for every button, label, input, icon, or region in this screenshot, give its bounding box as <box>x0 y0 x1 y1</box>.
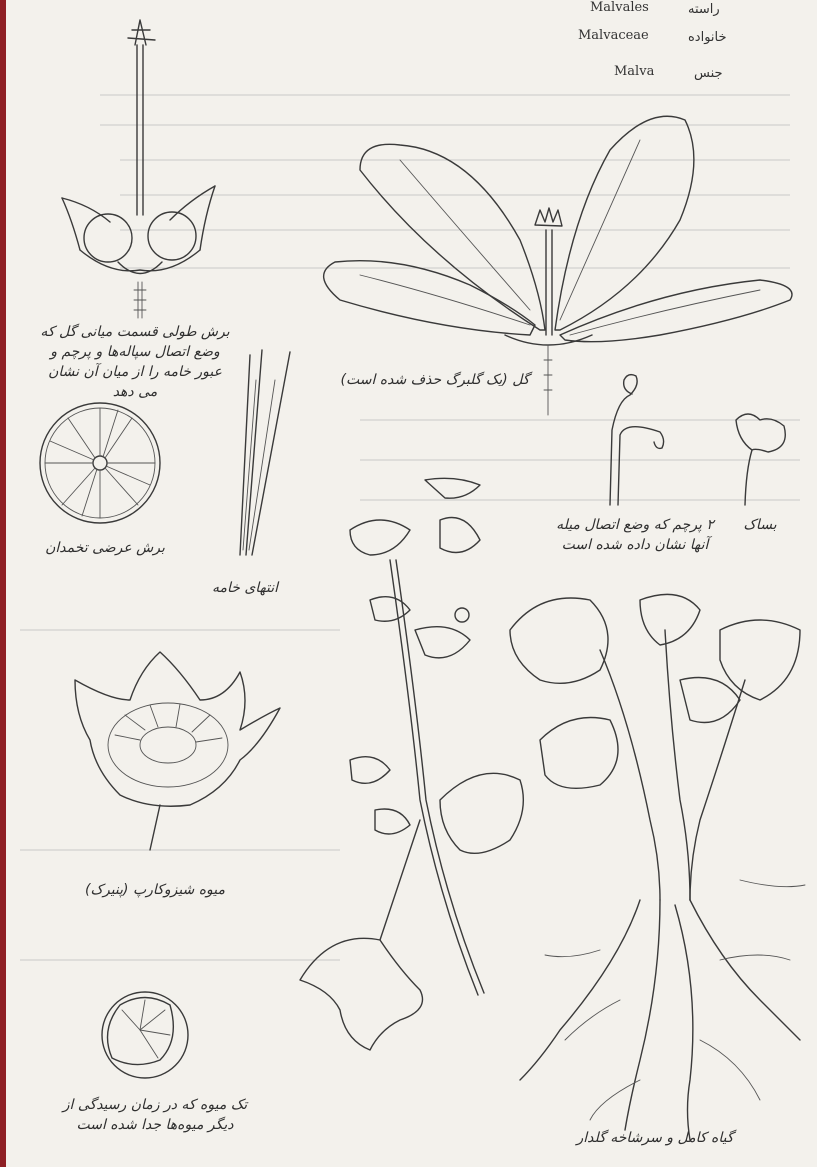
longitudinal-section-drawing <box>62 20 215 318</box>
ovary-cross-section-drawing <box>40 403 160 523</box>
mericarp-drawing <box>102 992 188 1078</box>
cross-section-caption: برش عرضی تخمدان <box>35 538 175 558</box>
whole-plant-caption: گیاه کامل و سرشاخه گلدار <box>545 1128 765 1148</box>
stamen-caption: ۲ پرچم که وضع اتصال میله آنها نشان داده … <box>555 515 715 555</box>
mericarp-caption: تک میوه که در زمان رسیدگی از دیگر میوه‌ه… <box>55 1095 255 1135</box>
flower-caption: گل (یک گلبرگ حذف شده است) <box>330 370 540 390</box>
whole-plant-drawing <box>510 594 805 1140</box>
stigma-drawing <box>240 350 290 555</box>
stigma-caption: انتهای خامه <box>200 578 290 598</box>
anther-caption: بساک <box>730 515 790 535</box>
fruit-drawing <box>75 652 280 850</box>
fruit-caption: میوه شیزوکارپ (پنیرک) <box>55 880 255 900</box>
anther-drawing <box>736 414 785 505</box>
longitudinal-section-caption: برش طولی قسمت میانی گل که وضع اتصال سپال… <box>40 322 230 402</box>
flowering-branch-drawing <box>300 478 523 1050</box>
stamen-drawing <box>610 375 664 505</box>
